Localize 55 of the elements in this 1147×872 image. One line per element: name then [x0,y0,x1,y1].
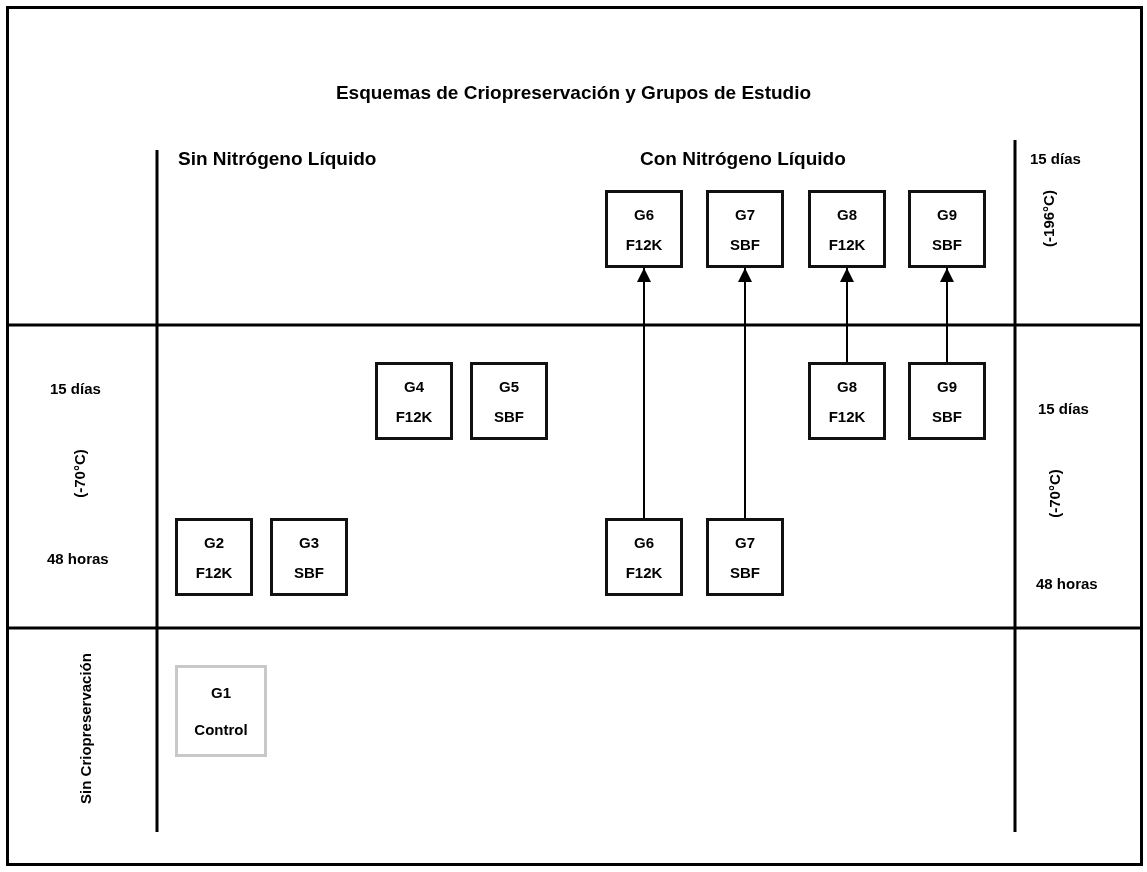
group-medium: SBF [932,235,962,253]
group-box [605,518,683,596]
group-medium: F12K [195,563,233,581]
duration-label: 48 horas [47,550,109,567]
temperature-label: (-70°C) [1045,469,1063,518]
duration-label: 15 días [1038,400,1089,417]
group-medium: F12K [828,235,866,253]
group-box [175,518,253,596]
temperature-label: (-70°C) [70,449,88,498]
group-code: G9 [937,205,957,223]
group-medium: SBF [932,407,962,425]
group-box [706,518,784,596]
group-box [470,362,548,440]
group-code: G8 [837,205,857,223]
row-heading: Sin Criopreservación [76,653,94,804]
group-medium: Control [194,721,248,738]
group-code: G2 [204,533,224,551]
group-box [808,190,886,268]
group-box [605,190,683,268]
group-code: G8 [837,377,857,395]
group-box [175,665,267,757]
temperature-label: (-196°C) [1039,190,1057,247]
group-code: G3 [299,533,319,551]
group-code: G5 [499,377,519,395]
group-code: G9 [937,377,957,395]
group-medium: SBF [294,563,324,581]
column-heading: Con Nitrógeno Líquido [640,148,846,170]
duration-label: 15 días [50,380,101,397]
arrow [840,267,854,363]
duration-label: 15 días [1030,150,1081,167]
group-code: G6 [634,533,654,551]
group-code: G6 [634,205,654,223]
arrow [738,267,752,519]
group-box [908,190,986,268]
diagram-title: Esquemas de Criopreservación y Grupos de Estudio [334,82,813,104]
group-code: G4 [404,377,424,395]
arrow [940,267,954,363]
arrow [637,267,651,519]
group-box [270,518,348,596]
group-medium: SBF [494,407,524,425]
group-medium: SBF [730,235,760,253]
group-medium: SBF [730,563,760,581]
duration-label: 48 horas [1036,575,1098,592]
group-code: G7 [735,205,755,223]
group-code: G7 [735,533,755,551]
group-box [375,362,453,440]
group-box [808,362,886,440]
group-medium: F12K [625,563,663,581]
group-box [908,362,986,440]
column-heading: Sin Nitrógeno Líquido [178,148,377,170]
group-medium: F12K [625,235,663,253]
group-box [706,190,784,268]
group-medium: F12K [395,407,433,425]
group-medium: F12K [828,407,866,425]
group-code: G1 [211,684,231,701]
